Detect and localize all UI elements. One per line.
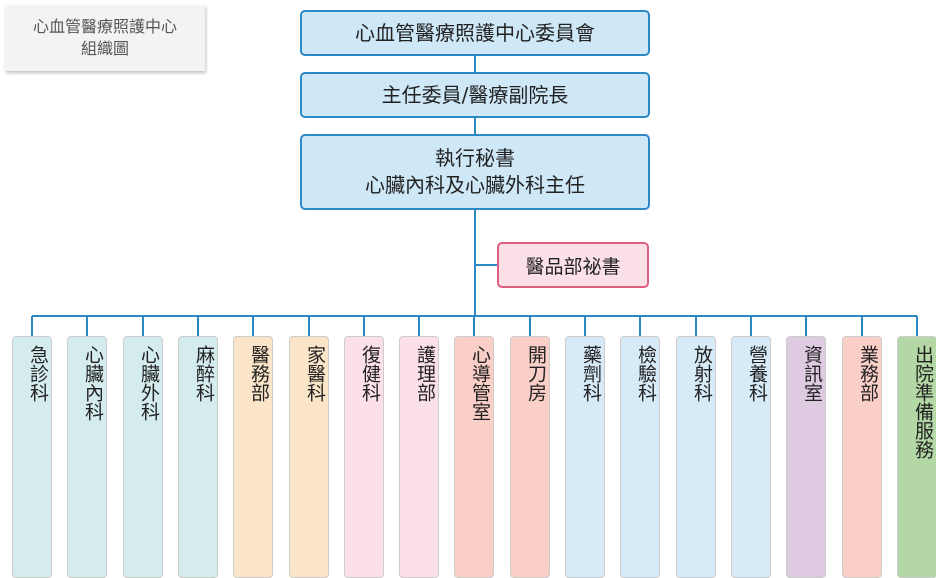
chart-caption: 心血管醫療照護中心 組織圖 [5, 5, 205, 71]
executive-secretary-subtitle: 心臟內科及心臟外科主任 [365, 173, 585, 197]
executive-secretary-box: 執行秘書 心臟內科及心臟外科主任 [300, 134, 650, 210]
department-box: 醫務部 [233, 336, 273, 578]
department-label: 麻醉科 [193, 345, 215, 402]
department-box: 放射科 [676, 336, 716, 578]
department-label: 心導管室 [469, 345, 491, 421]
department-box: 藥劑科 [565, 336, 605, 578]
department-label: 醫務部 [248, 345, 270, 402]
department-box: 開刀房 [510, 336, 550, 578]
committee-label: 心血管醫療照護中心委員會 [355, 20, 595, 45]
department-box: 復健科 [344, 336, 384, 578]
committee-box: 心血管醫療照護中心委員會 [300, 10, 650, 56]
department-label: 營養科 [746, 345, 768, 402]
department-box: 心導管室 [454, 336, 494, 578]
director-label: 主任委員/醫療副院長 [381, 82, 569, 107]
department-label: 心臟內科 [82, 345, 104, 421]
department-label: 放射科 [691, 345, 713, 402]
department-label: 業務部 [857, 345, 879, 402]
department-box: 護理部 [399, 336, 439, 578]
director-box: 主任委員/醫療副院長 [300, 72, 650, 118]
department-box: 心臟內科 [67, 336, 107, 578]
caption-line-1: 心血管醫療照護中心 [32, 17, 177, 36]
quality-secretary-box: 醫品部祕書 [497, 242, 649, 288]
quality-secretary-label: 醫品部祕書 [525, 255, 621, 278]
department-box: 麻醉科 [178, 336, 218, 578]
department-box: 出院準備服務 [897, 336, 936, 578]
department-label: 出院準備服務 [912, 345, 934, 459]
department-label: 資訊室 [801, 345, 823, 402]
department-box: 急診科 [12, 336, 52, 578]
department-box: 資訊室 [786, 336, 826, 578]
department-label: 護理部 [414, 345, 436, 402]
department-box: 檢驗科 [620, 336, 660, 578]
department-label: 檢驗科 [635, 345, 657, 402]
department-box: 業務部 [842, 336, 882, 578]
caption-line-2: 組織圖 [80, 39, 129, 58]
department-box: 心臟外科 [123, 336, 163, 578]
department-label: 復健科 [359, 345, 381, 402]
department-label: 急診科 [27, 345, 49, 402]
executive-secretary-title: 執行秘書 [435, 146, 515, 170]
department-label: 開刀房 [525, 345, 547, 402]
department-label: 心臟外科 [138, 345, 160, 421]
department-label: 家醫科 [304, 345, 326, 402]
department-box: 家醫科 [289, 336, 329, 578]
department-label: 藥劑科 [580, 345, 602, 402]
department-box: 營養科 [731, 336, 771, 578]
